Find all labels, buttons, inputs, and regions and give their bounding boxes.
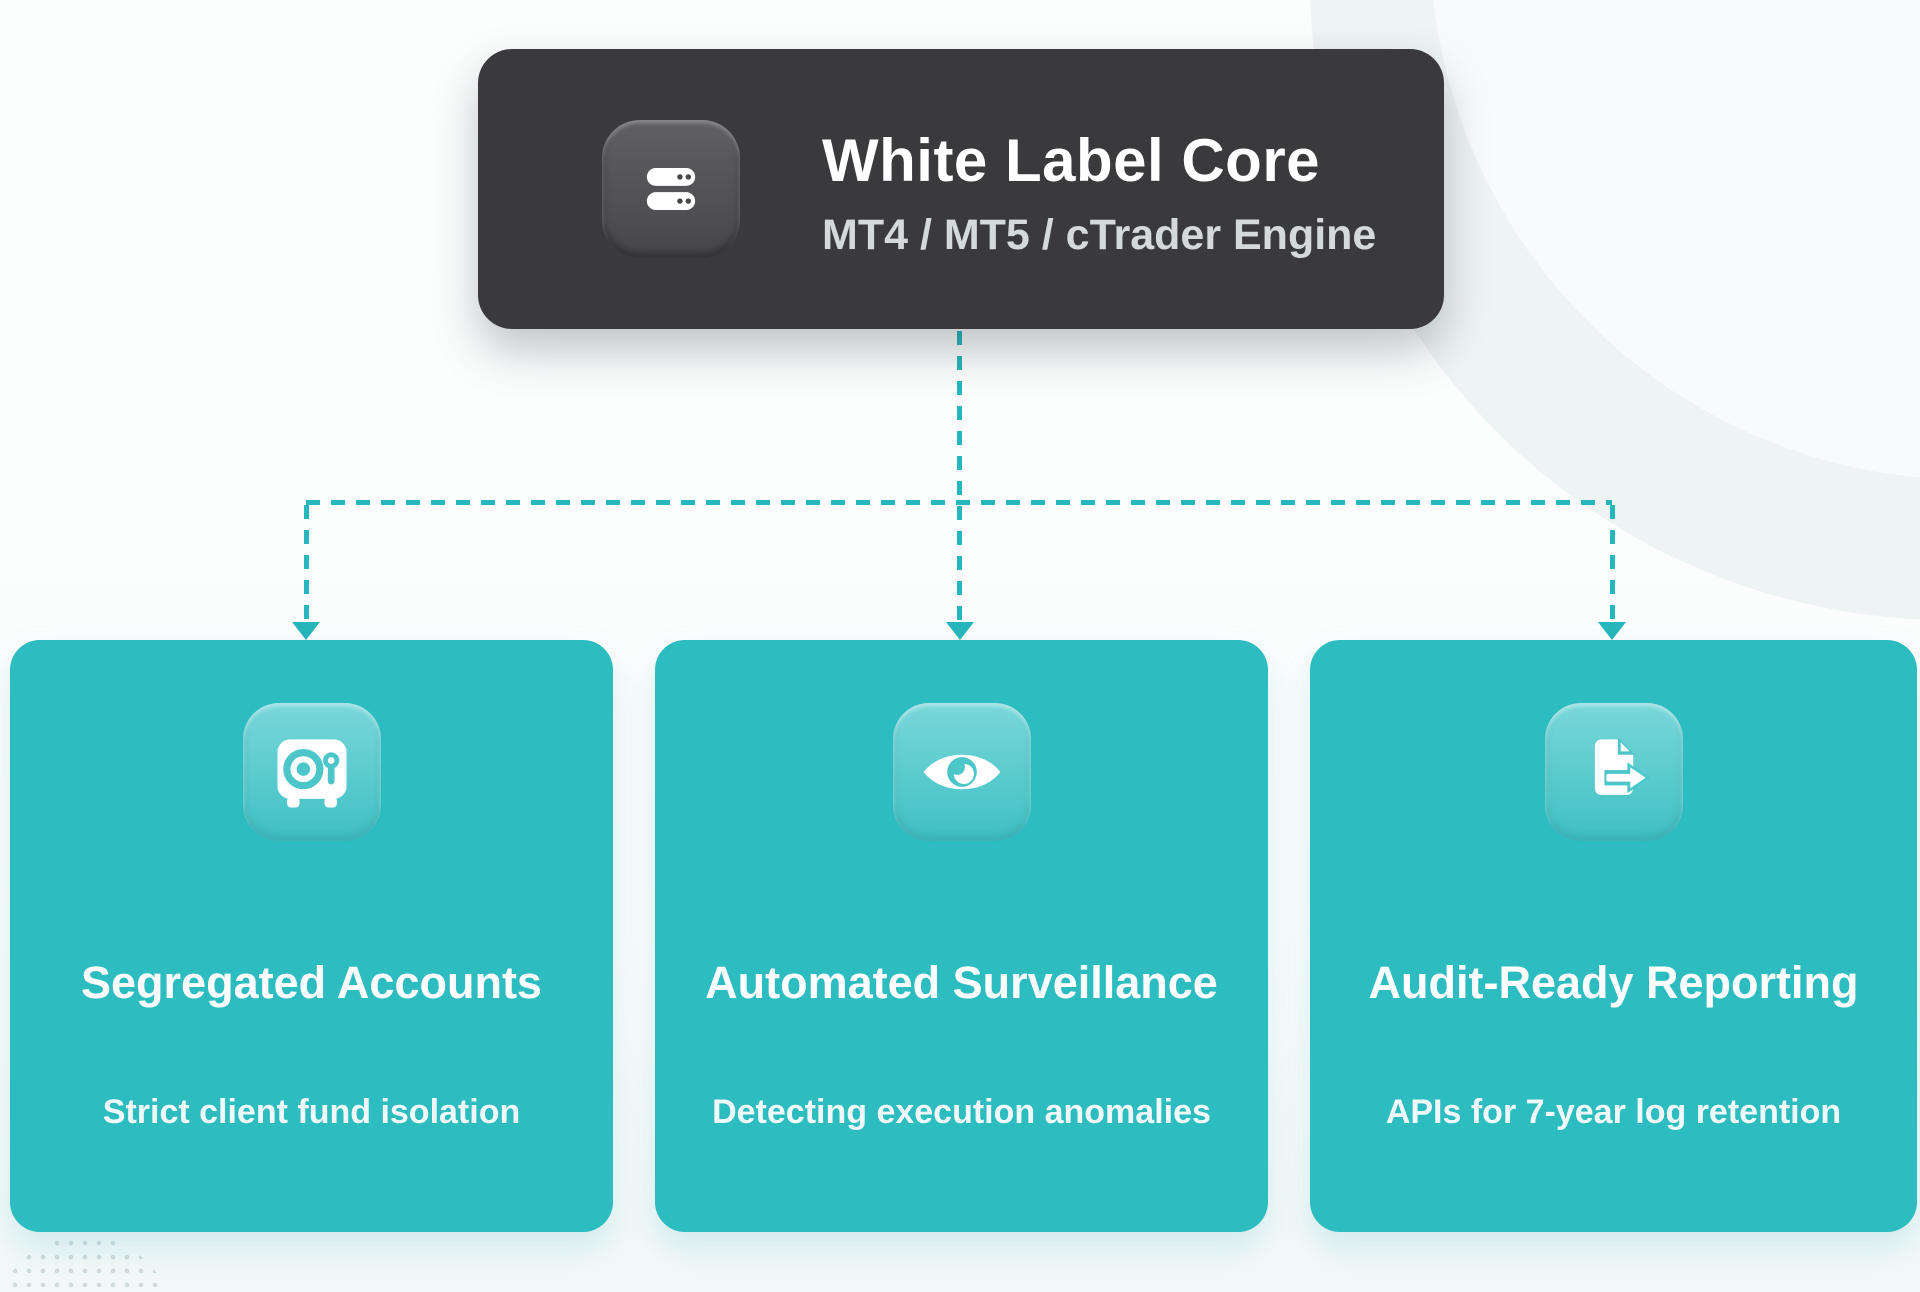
vault-icon	[277, 739, 346, 808]
arrowhead-left	[292, 622, 320, 640]
arrowhead-right	[1598, 622, 1626, 640]
arrowhead-middle	[946, 622, 974, 640]
root-text-block: White Label Core MT4 / MT5 / cTrader Eng…	[822, 127, 1376, 261]
eye-icon	[923, 754, 1000, 790]
connector-right-vertical	[1610, 505, 1615, 621]
card-icon-tile	[242, 703, 381, 841]
connector-horizontal	[306, 500, 1612, 505]
card-segregated-accounts: Segregated Accounts Strict client fund i…	[10, 640, 613, 1232]
file-export-icon	[1594, 737, 1650, 795]
card-icon-tile	[892, 703, 1031, 841]
server-icon	[646, 168, 696, 210]
card-subtitle: Detecting execution anomalies	[712, 1093, 1211, 1131]
card-title: Segregated Accounts	[81, 957, 542, 1008]
root-subtitle: MT4 / MT5 / cTrader Engine	[822, 211, 1377, 259]
root-icon-tile	[602, 120, 740, 258]
root-title: White Label Core	[822, 127, 1321, 194]
card-subtitle: APIs for 7-year log retention	[1385, 1093, 1842, 1131]
card-title: Audit-Ready Reporting	[1368, 957, 1859, 1008]
card-automated-surveillance: Automated Surveillance Detecting executi…	[655, 640, 1268, 1232]
connector-root-vertical	[957, 331, 962, 621]
card-title: Automated Surveillance	[705, 957, 1218, 1008]
card-audit-ready-reporting: Audit-Ready Reporting APIs for 7-year lo…	[1310, 640, 1917, 1232]
root-node-white-label-core: White Label Core MT4 / MT5 / cTrader Eng…	[478, 49, 1444, 329]
connector-left-vertical	[304, 505, 309, 621]
card-subtitle: Strict client fund isolation	[102, 1093, 521, 1131]
card-icon-tile	[1544, 703, 1683, 841]
dotted-circle-decoration	[0, 1236, 174, 1292]
